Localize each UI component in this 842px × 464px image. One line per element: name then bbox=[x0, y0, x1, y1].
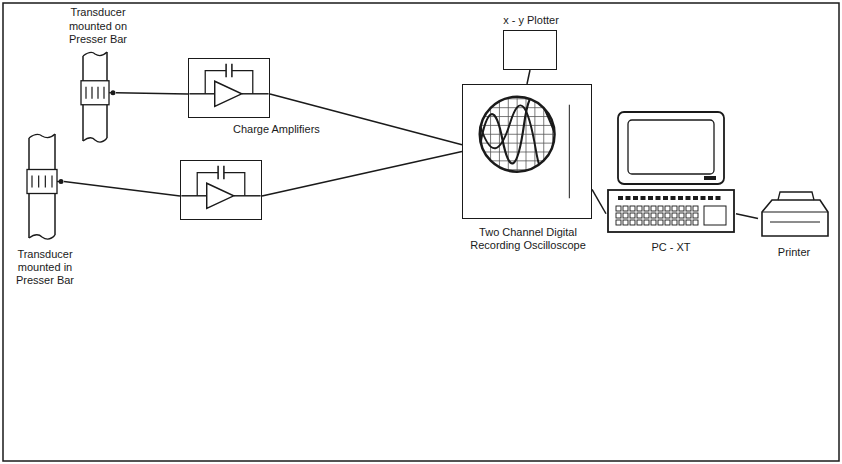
node-label: x - y Plotter bbox=[481, 14, 581, 27]
charge-amplifier: Charge Amplifiers bbox=[188, 58, 270, 118]
signal-wire bbox=[116, 93, 188, 94]
scope-drawing bbox=[463, 85, 591, 218]
signal-wire bbox=[527, 70, 530, 84]
amp-drawing bbox=[181, 161, 261, 219]
xy-plotter-box: x - y Plotter bbox=[503, 30, 557, 70]
node-label: PC - XT bbox=[621, 241, 721, 254]
signal-wire bbox=[64, 182, 180, 197]
bar-drawing bbox=[80, 50, 116, 145]
signal-wire bbox=[592, 189, 606, 213]
bar-drawing bbox=[26, 132, 64, 242]
signal-wire bbox=[736, 214, 758, 219]
node-label: Transducer mounted on Presser Bar bbox=[53, 6, 143, 46]
printer: Printer bbox=[758, 192, 830, 240]
pc-drawing bbox=[606, 110, 736, 235]
charge-amplifier bbox=[180, 160, 262, 220]
transducer-presser-bar: Transducer mounted in Presser Bar bbox=[26, 132, 64, 242]
node-label: Two Channel Digital Recording Oscillosco… bbox=[453, 226, 603, 252]
personal-computer: PC - XT bbox=[606, 110, 736, 235]
transducer-presser-bar: Transducer mounted on Presser Bar bbox=[80, 50, 116, 145]
node-label: Transducer mounted in Presser Bar bbox=[5, 248, 85, 288]
signal-wire bbox=[262, 152, 462, 197]
plotter-drawing bbox=[504, 31, 556, 69]
node-label: Charge Amplifiers bbox=[231, 123, 322, 136]
amp-drawing bbox=[189, 59, 269, 117]
signal-wire bbox=[270, 94, 462, 145]
node-label: Printer bbox=[754, 246, 834, 259]
oscilloscope: Two Channel Digital Recording Oscillosco… bbox=[462, 84, 592, 219]
printer-drawing bbox=[758, 192, 830, 240]
